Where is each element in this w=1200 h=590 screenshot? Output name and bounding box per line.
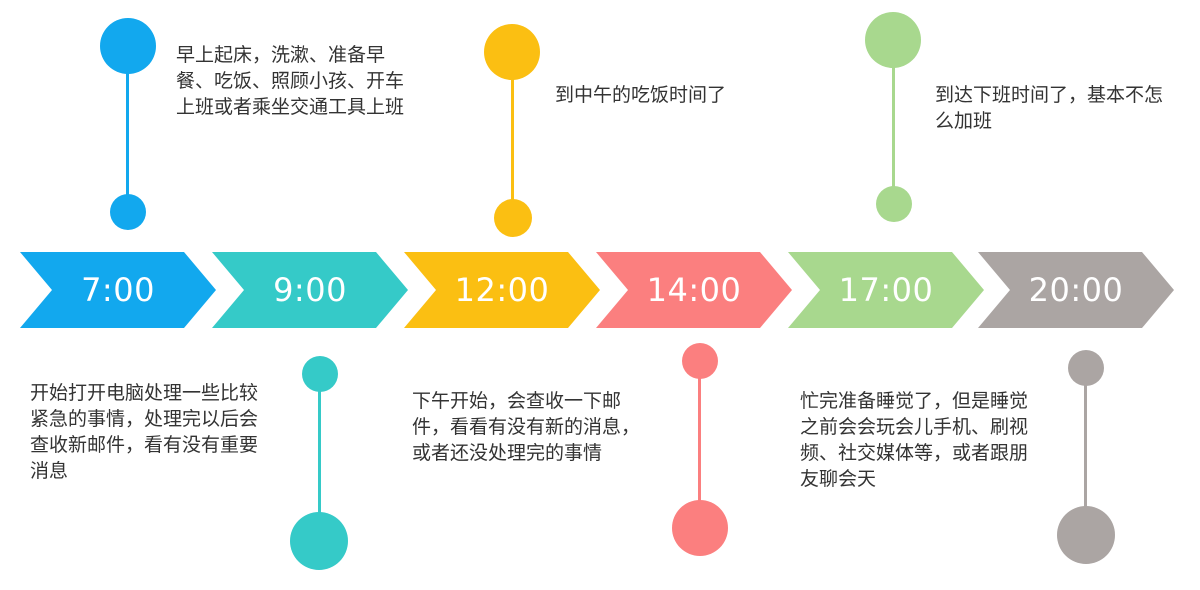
stage-17-time: 17:00 xyxy=(838,271,934,309)
stage-20-chevron: 20:00 xyxy=(978,252,1174,328)
stage-7-description: 早上起床，洗漱、准备早餐、吃饭、照顾小孩、开车上班或者乘坐交通工具上班 xyxy=(176,44,405,118)
stage-14-pin-base xyxy=(682,343,718,379)
stage-20-description: 忙完准备睡觉了，但是睡觉之前会会玩会儿手机、刷视频、社交媒体等，或者跟朋友聊会天 xyxy=(800,390,1029,490)
stage-7-pin-head xyxy=(100,18,156,74)
stage-12-pin-stem xyxy=(511,50,514,216)
stage-20-pin-stem xyxy=(1084,368,1087,536)
stage-12-pin-head xyxy=(484,24,540,80)
stage-17-chevron: 17:00 xyxy=(788,252,984,328)
stage-12-pin-base xyxy=(494,199,532,237)
stage-20-pin-head xyxy=(1057,506,1115,564)
stage-9-pin-head xyxy=(290,512,348,570)
stage-20-pin-base xyxy=(1068,350,1104,386)
stage-14-pin-stem xyxy=(698,362,701,528)
stage-9-pin-base xyxy=(302,356,338,392)
stage-12-description: 到中午的吃饭时间了 xyxy=(555,84,727,106)
stage-9-chevron: 9:00 xyxy=(212,252,408,328)
stage-14-chevron: 14:00 xyxy=(596,252,792,328)
stage-17-pin-stem xyxy=(892,40,895,204)
stage-20-time: 20:00 xyxy=(1028,271,1124,309)
stage-9-description: 开始打开电脑处理一些比较紧急的事情，处理完以后会查收新邮件，看有没有重要消息 xyxy=(30,382,259,482)
stage-12-chevron: 12:00 xyxy=(404,252,600,328)
stage-9-pin-stem xyxy=(318,372,321,540)
stage-7-time: 7:00 xyxy=(81,271,155,309)
stage-17-pin-head xyxy=(865,12,921,68)
stage-17-pin-base xyxy=(876,186,912,222)
stage-7-pin-base xyxy=(110,194,146,230)
stage-14-description: 下午开始，会查收一下邮件，看看有没有新的消息，或者还没处理完的事情 xyxy=(412,390,641,464)
stage-7-pin-stem xyxy=(126,44,129,212)
stage-14-time: 14:00 xyxy=(646,271,742,309)
stage-9-time: 9:00 xyxy=(273,271,347,309)
stage-14-pin-head xyxy=(672,500,728,556)
stage-7-chevron: 7:00 xyxy=(20,252,216,328)
stage-17-description: 到达下班时间了，基本不怎么加班 xyxy=(935,84,1164,132)
stage-12-time: 12:00 xyxy=(454,271,550,309)
